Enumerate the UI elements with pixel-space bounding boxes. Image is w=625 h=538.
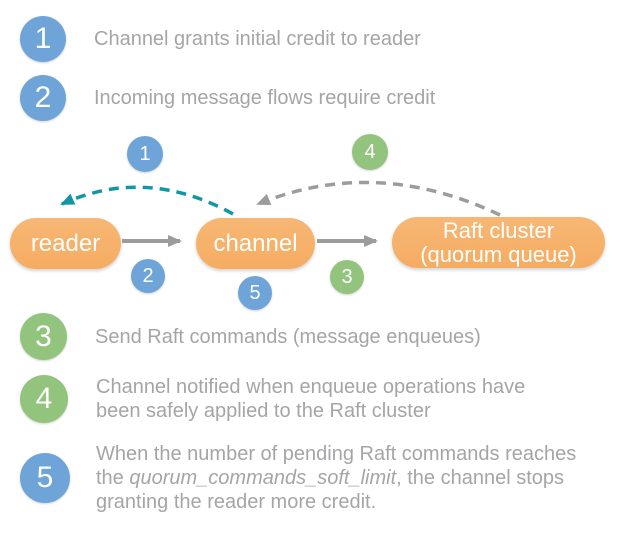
diagram-badge-2-number: 2 bbox=[142, 264, 154, 287]
applied-notification-arc-arrow bbox=[256, 180, 501, 217]
node-raft-cluster: Raft cluster (quorum queue) bbox=[392, 217, 605, 268]
node-channel: channel bbox=[196, 218, 315, 269]
flow-diagram: reader channel Raft cluster (quorum queu… bbox=[0, 130, 625, 310]
diagram-badge-4-number: 4 bbox=[364, 140, 376, 163]
node-raft-cluster-label-line2: (quorum queue) bbox=[420, 241, 577, 267]
diagram-badge-4: 4 bbox=[352, 134, 388, 170]
step-5-text-italic: quorum_commands_soft_limit bbox=[129, 467, 397, 489]
step-3-number: 3 bbox=[35, 319, 52, 353]
step-4-circle: 4 bbox=[20, 375, 68, 423]
diagram-arrows bbox=[60, 180, 501, 247]
step-2-number: 2 bbox=[34, 81, 52, 114]
step-5-text-before: When the number of pending Raft commands… bbox=[96, 443, 577, 489]
step-4-text: Channel notified when enqueue operations… bbox=[96, 376, 526, 422]
diagram-badge-1: 1 bbox=[127, 136, 163, 172]
node-raft-cluster-label-line1: Raft cluster bbox=[442, 217, 555, 243]
node-channel-label: channel bbox=[213, 229, 298, 257]
legend-item-5: 5 When the number of pending Raft comman… bbox=[0, 443, 578, 513]
step-5-text-after: , the channel stops granting the reader … bbox=[96, 467, 565, 513]
diagram-badge-2: 2 bbox=[131, 259, 165, 293]
legend-item-2: 2 Incoming message flows require credit bbox=[0, 75, 435, 121]
diagram-badge-1-number: 1 bbox=[139, 142, 151, 165]
legend-item-4: 4 Channel notified when enqueue operatio… bbox=[0, 375, 566, 423]
diagram-badge-5: 5 bbox=[238, 276, 272, 310]
step-4-number: 4 bbox=[35, 382, 53, 415]
step-1-number: 1 bbox=[34, 22, 52, 55]
step-3-circle: 3 bbox=[20, 313, 67, 360]
node-reader: reader bbox=[10, 218, 121, 269]
step-1-circle: 1 bbox=[20, 16, 66, 62]
legend-item-1: 1 Channel grants initial credit to reade… bbox=[0, 16, 421, 62]
step-2-circle: 2 bbox=[20, 75, 66, 121]
diagram-badge-3: 3 bbox=[330, 260, 364, 294]
step-5-number: 5 bbox=[36, 461, 54, 494]
step-3-text: Send Raft commands (message enqueues) bbox=[95, 325, 481, 348]
step-5-circle: 5 bbox=[20, 453, 70, 503]
diagram-badge-5-number: 5 bbox=[249, 281, 261, 304]
node-reader-label: reader bbox=[30, 229, 101, 257]
legend-item-3: 3 Send Raft commands (message enqueues) bbox=[0, 313, 481, 360]
step-1-text: Channel grants initial credit to reader bbox=[94, 28, 421, 50]
step-5-text: When the number of pending Raft commands… bbox=[96, 442, 578, 514]
credit-grant-arc-arrow bbox=[60, 185, 234, 216]
step-2-text: Incoming message flows require credit bbox=[94, 87, 436, 109]
diagram-badge-3-number: 3 bbox=[341, 265, 353, 288]
